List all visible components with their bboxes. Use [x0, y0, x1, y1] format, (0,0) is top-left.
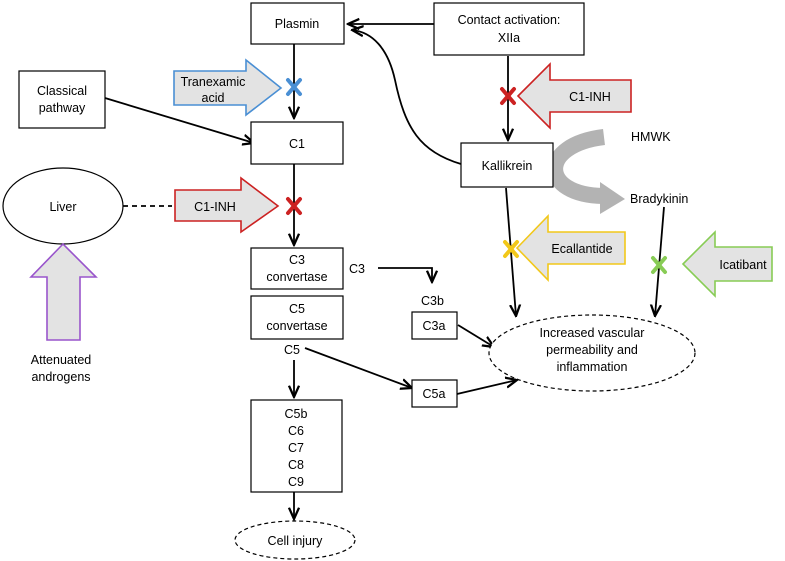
ecallantide-arrow: Ecallantide: [515, 214, 626, 282]
classical-pathway-label-2: pathway: [39, 101, 86, 115]
mac-box: C5b C6 C7 C8 C9: [250, 399, 343, 493]
liver-label: Liver: [49, 200, 76, 214]
c5-to-c5a-arrow: [304, 347, 412, 388]
androgens-label: Attenuated: [31, 353, 92, 367]
contact-activation-label-2: XIIa: [498, 31, 520, 45]
c3-label: C3: [349, 262, 365, 276]
c1-inh-left-arrow: C1-INH: [174, 176, 280, 234]
plasmin-label: Plasmin: [275, 17, 320, 31]
c3a-to-permeability-arrow: [457, 324, 494, 347]
c3-convertase-box: C3 convertase: [250, 247, 344, 290]
androgens-up-arrow: [29, 242, 98, 341]
mac-line: C5b: [285, 407, 308, 421]
permeability-label-3: inflammation: [557, 360, 628, 374]
androgens-label-2: androgens: [31, 370, 90, 384]
mac-line: C6: [288, 424, 304, 438]
c3a-label: C3a: [423, 319, 446, 333]
c1-box: C1: [250, 121, 344, 165]
permeability-label: Increased vascular: [540, 326, 645, 340]
c1-label: C1: [289, 137, 305, 151]
cell-injury-label: Cell injury: [268, 534, 324, 548]
c5a-box: C5a: [411, 379, 458, 408]
c5-convertase-label: C5: [289, 302, 305, 316]
plasmin-box: Plasmin: [250, 2, 345, 45]
liver-node: Liver: [2, 167, 124, 245]
tranexamic-acid-label: Tranexamic: [181, 75, 246, 89]
c3-convertase-label: C3: [289, 253, 305, 267]
c5a-label: C5a: [423, 387, 446, 401]
c1-inh-top-block-x-icon: [500, 87, 516, 105]
icatibant-label: Icatibant: [719, 258, 767, 272]
kallikrein-to-plasmin-arrow: [352, 30, 462, 165]
classical-pathway-label: Classical: [37, 84, 87, 98]
c1-inh-left-label: C1-INH: [194, 200, 236, 214]
c1-inh-left-block-x-icon: [286, 197, 302, 215]
tranexamic-acid-arrow: Tranexamic acid: [173, 58, 283, 117]
icatibant-block-x-icon: [651, 256, 667, 274]
c5-label: C5: [284, 343, 300, 357]
classical-to-c1-arrow: [104, 97, 254, 143]
mac-line: C7: [288, 441, 304, 455]
c5a-to-permeability-arrow: [456, 380, 517, 395]
tranexamic-block-x-icon: [286, 78, 302, 96]
c3b-label: C3b: [421, 294, 444, 308]
cell-injury-node: Cell injury: [234, 520, 356, 560]
c3-convertase-label-2: convertase: [266, 270, 327, 284]
c5-convertase-box: C5 convertase: [250, 295, 344, 340]
kallikrein-box: Kallikrein: [460, 142, 554, 188]
tranexamic-acid-label-2: acid: [202, 91, 225, 105]
bradykinin-label: Bradykinin: [630, 192, 688, 206]
mac-line: C8: [288, 458, 304, 472]
contact-activation-box: Contact activation: XIIa: [433, 2, 585, 56]
mac-line: C9: [288, 475, 304, 489]
classical-pathway-box: Classical pathway: [18, 70, 106, 129]
permeability-label-2: permeability and: [546, 343, 638, 357]
c1-inh-top-arrow: C1-INH: [516, 62, 632, 130]
ecallantide-label: Ecallantide: [551, 242, 612, 256]
c1-inh-top-label: C1-INH: [569, 90, 611, 104]
contact-activation-label: Contact activation:: [458, 13, 561, 27]
permeability-node: Increased vascular permeability and infl…: [488, 314, 696, 392]
c5-convertase-label-2: convertase: [266, 319, 327, 333]
kallikrein-label: Kallikrein: [482, 159, 533, 173]
ecallantide-block-x-icon: [503, 240, 519, 258]
icatibant-arrow: Icatibant: [681, 230, 773, 298]
c3a-box: C3a: [411, 311, 458, 340]
hmwk-label: HMWK: [631, 130, 671, 144]
hmwk-to-bradykinin-curved-arrow: [547, 129, 625, 214]
c3-to-c3b-arrow: [378, 267, 432, 282]
